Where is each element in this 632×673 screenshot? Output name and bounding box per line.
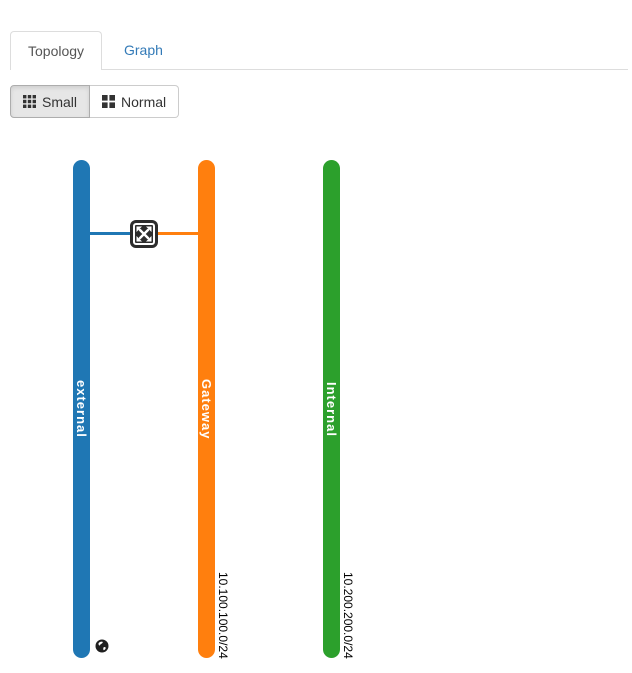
- tab-topology[interactable]: Topology: [10, 31, 103, 70]
- network-bar-internal[interactable]: Internal: [323, 160, 340, 658]
- globe-icon: [95, 639, 109, 653]
- grid-2x2-icon: [102, 95, 116, 108]
- tab-graph[interactable]: Graph: [124, 42, 163, 58]
- link-external-to-router: [81, 232, 133, 235]
- network-bar-gateway[interactable]: Gateway: [198, 160, 215, 658]
- small-view-button[interactable]: Small: [10, 85, 91, 118]
- router-icon[interactable]: [130, 220, 158, 248]
- subnet-label-internal: 10.200.200.0/24: [341, 572, 355, 659]
- small-view-label: Small: [42, 93, 78, 110]
- link-router-to-gateway: [155, 232, 198, 235]
- network-label-internal: Internal: [324, 381, 339, 437]
- network-label-external: external: [74, 380, 89, 438]
- normal-view-label: Normal: [121, 93, 167, 110]
- normal-view-button[interactable]: Normal: [90, 85, 180, 118]
- grid-3x3-icon: [23, 95, 36, 108]
- subnet-label-gateway: 10.100.100.0/24: [216, 572, 230, 659]
- network-label-gateway: Gateway: [199, 378, 214, 440]
- network-bar-external[interactable]: external: [73, 160, 90, 658]
- tab-bar-divider: [10, 69, 628, 70]
- view-size-toggle-group: Small Normal: [10, 85, 180, 118]
